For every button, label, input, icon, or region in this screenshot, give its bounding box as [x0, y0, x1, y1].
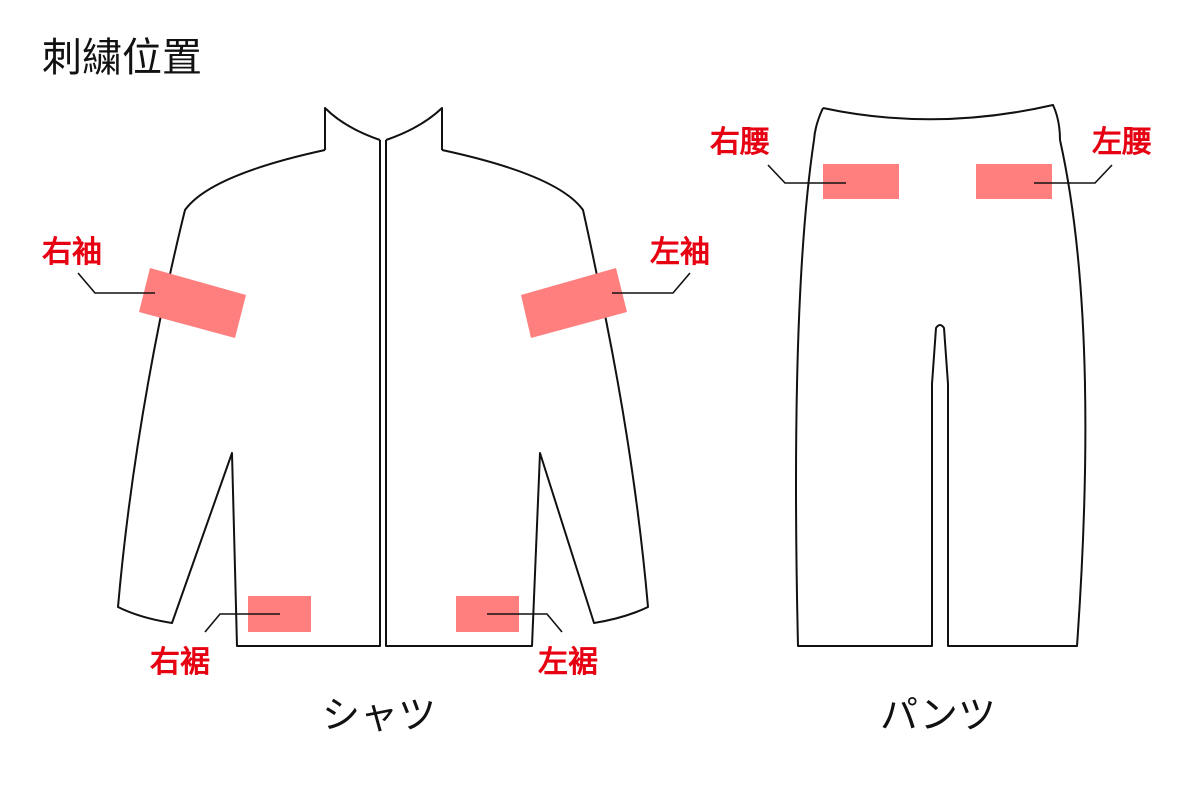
- pants-waistband-left: [813, 107, 824, 141]
- pants-markers: [823, 164, 1052, 199]
- marker-right-waist: [823, 164, 899, 199]
- pants-outline: [795, 139, 1087, 647]
- leader-right-hem: [204, 613, 280, 633]
- leader-right-waist: [767, 164, 846, 184]
- marker-left-sleeve: [521, 268, 627, 338]
- leader-left-waist: [1034, 164, 1113, 184]
- shirt-caption: シャツ: [322, 693, 437, 737]
- shirt-left-panel: [385, 140, 649, 647]
- label-right-hem: 右裾: [150, 645, 210, 680]
- marker-right-sleeve: [139, 268, 246, 338]
- shirt-leader-lines: [77, 272, 691, 633]
- shirt-right-panel: [117, 140, 381, 647]
- label-left-sleeve: 左袖: [650, 235, 710, 270]
- label-right-waist: 右腰: [710, 125, 770, 160]
- shirt-collar-right: [385, 107, 443, 150]
- label-right-sleeve: 右袖: [42, 235, 102, 270]
- pants-leader-lines: [767, 164, 1113, 184]
- pants-waistband: [822, 104, 1061, 141]
- shirt-markers: [139, 268, 627, 632]
- marker-left-waist: [976, 164, 1052, 199]
- shirt-collar-left: [324, 107, 381, 150]
- leader-right-sleeve: [77, 272, 155, 294]
- diagram-title: 刺繍位置: [42, 35, 202, 81]
- label-left-waist: 左腰: [1092, 125, 1152, 160]
- label-left-hem: 左裾: [538, 645, 598, 680]
- leader-left-hem: [487, 613, 563, 633]
- shirt-illustration: [117, 107, 649, 647]
- leader-left-sleeve: [612, 272, 691, 294]
- pants-illustration: [795, 104, 1087, 647]
- pants-caption: パンツ: [880, 693, 996, 737]
